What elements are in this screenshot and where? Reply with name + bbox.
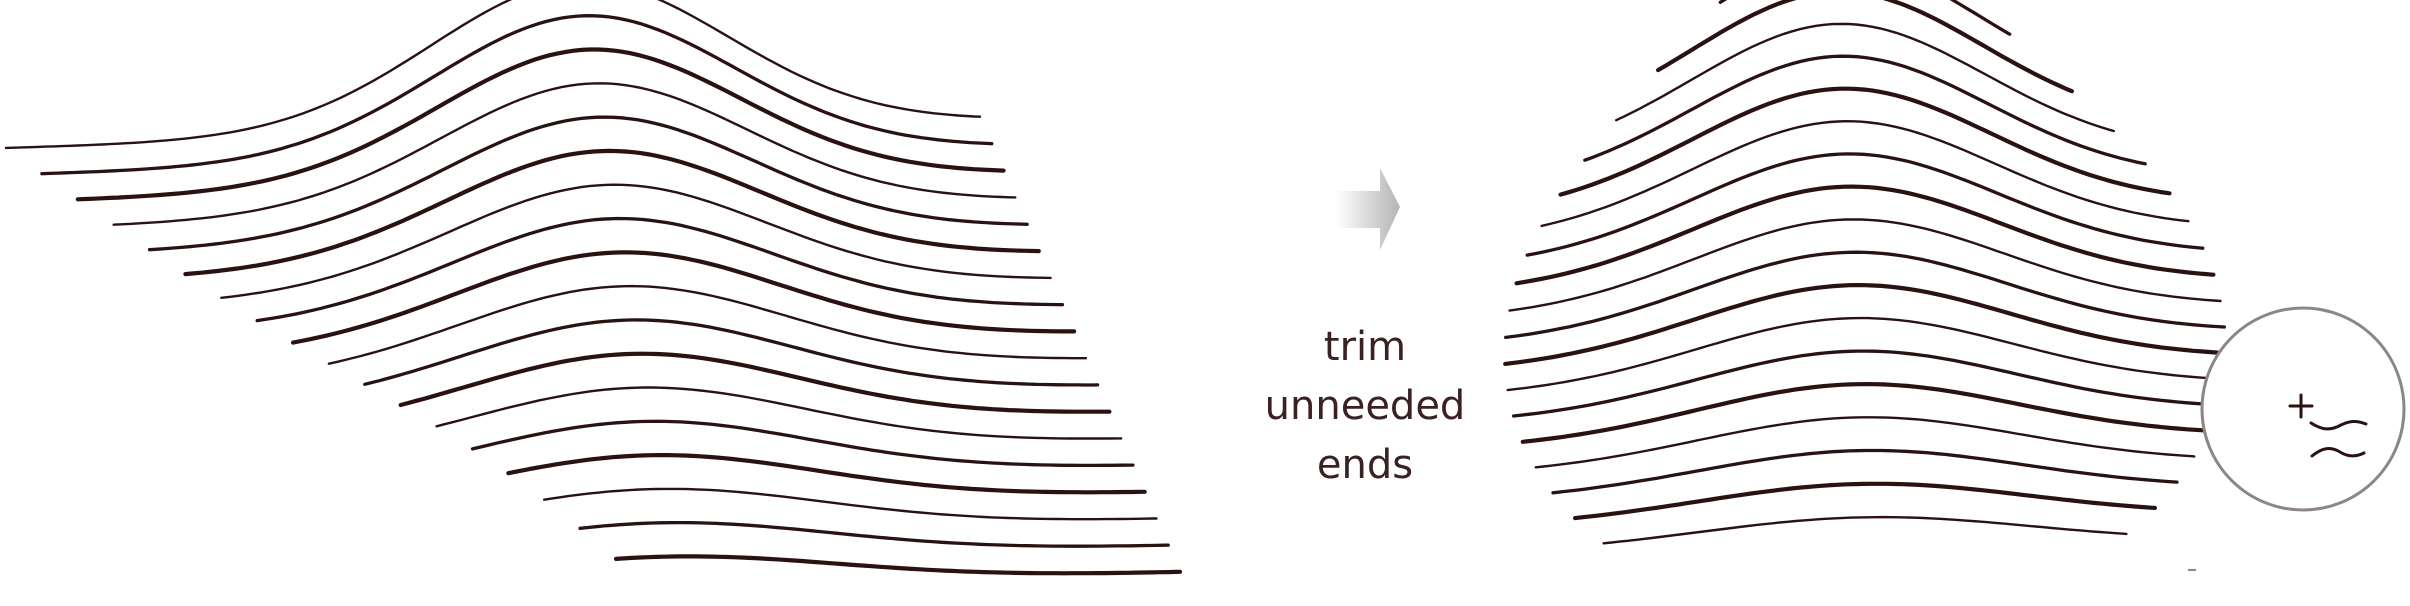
hatch-stroke: [1511, 349, 2219, 418]
hatch-stroke: [1615, 22, 2115, 133]
hatch-stroke: [220, 183, 1052, 299]
hatch-stroke: [506, 453, 1147, 495]
hatch-stroke: [40, 14, 994, 176]
trimmed-hatching: [1503, 0, 2227, 545]
hatch-stroke: [1534, 416, 2196, 469]
untrimmed-hatching: [4, 0, 1183, 576]
hatch-stroke: [1602, 515, 2128, 545]
hatch-stroke: [1656, 0, 2074, 94]
hatch-stroke: [398, 351, 1112, 414]
hatch-stroke: [1551, 448, 2179, 495]
hatch-stroke: [1504, 250, 2226, 340]
crosshair-cursor-icon: [2288, 393, 2368, 458]
hatch-stroke: [147, 115, 1029, 252]
hatch-stroke: [291, 250, 1077, 345]
hatch-stroke: [1514, 184, 2216, 286]
hatch-stroke: [1558, 86, 2172, 197]
hatch-stroke: [363, 318, 1100, 387]
arrow-right-icon: [1336, 168, 1400, 250]
hatch-stroke: [1525, 152, 2205, 257]
zoom-magnifier: [2200, 306, 2406, 512]
hatch-stroke: [1573, 481, 2157, 521]
hatch-stroke: [1718, 0, 2012, 36]
hatch-stroke: [75, 47, 1006, 202]
caption: trim unneeded ends: [1215, 318, 1515, 495]
hatch-stroke: [183, 148, 1041, 277]
caption-line-3: ends: [1316, 442, 1414, 488]
hatch-stroke: [1540, 119, 2190, 228]
hatch-stroke: [1520, 381, 2210, 444]
hatch-stroke: [327, 284, 1088, 365]
hatch-stroke: [578, 520, 1170, 548]
hatch-stroke: [1508, 218, 2222, 312]
caption-line-1: trim: [1323, 324, 1407, 370]
hatch-stroke: [255, 216, 1065, 323]
hatch-stroke: [1506, 316, 2224, 392]
hatch-stroke: [543, 487, 1158, 521]
hatch-stroke: [435, 386, 1123, 440]
hatch-stroke: [1583, 54, 2147, 166]
hatch-stroke: [1503, 282, 2227, 366]
caption-line-2: unneeded: [1264, 383, 1466, 429]
hatch-stroke: [613, 554, 1183, 576]
hatch-stroke: [470, 419, 1135, 468]
hatch-stroke: [4, 0, 982, 150]
hatch-stroke: [112, 82, 1017, 226]
